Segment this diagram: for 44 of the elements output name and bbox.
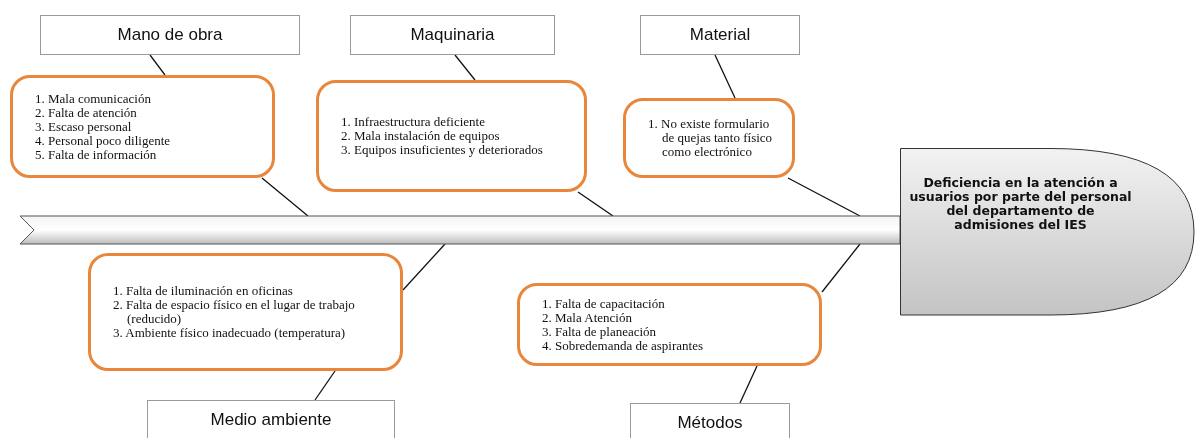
- bone-line: [261, 177, 309, 217]
- category-label: Mano de obra: [117, 25, 223, 45]
- bone-line: [577, 191, 614, 217]
- bone-line: [714, 54, 736, 99]
- category-label: Métodos: [677, 413, 743, 433]
- category-box: [350, 15, 555, 55]
- cause-item: 5. Falta de información: [35, 147, 157, 162]
- cause-item: 2. Falta de atención: [35, 105, 138, 120]
- cause-item: 1. Mala comunicación: [35, 91, 152, 106]
- bone-line: [787, 177, 861, 217]
- problem-text: Deficiencia en la atención a usuarios por parte del personal del departamento de admisiones del IES: [908, 176, 1133, 232]
- bone-line: [821, 243, 861, 293]
- cause-list-box: [517, 283, 822, 366]
- cause-item: 3. Escaso personal: [35, 119, 133, 134]
- category-box: [630, 403, 790, 438]
- category-label: Material: [689, 25, 751, 45]
- category-label: Maquinaria: [410, 25, 495, 45]
- problem-head-shape: [900, 148, 1195, 316]
- cause-item: 1. Infraestructura deficiente: [341, 115, 486, 129]
- bone-line: [454, 54, 476, 81]
- cause-item: 3. Ambiente físico inadecuado (temperatura): [113, 326, 347, 340]
- cause-item: 1. Falta de iluminación en oficinas: [113, 284, 294, 298]
- cause-item: 3. Equipos insuficientes y deteriorados: [341, 143, 544, 157]
- cause-item: 1. Falta de capacitación: [542, 296, 666, 311]
- cause-item: 1. No existe formulario de quejas tanto físico como electrónico: [648, 117, 774, 159]
- cause-list-box: [623, 98, 795, 178]
- cause-item: 2. Mala instalación de equipos: [341, 129, 501, 143]
- category-box: [640, 15, 800, 55]
- cause-list-box: [316, 80, 587, 192]
- bone-line: [739, 365, 758, 404]
- bone-line: [402, 243, 446, 291]
- bone-line: [314, 370, 336, 401]
- bone-line: [149, 54, 166, 76]
- cause-item: 2. Falta de espacio físico en el lugar de trabajo (reducido): [113, 298, 356, 326]
- cause-list-box: [88, 253, 403, 371]
- cause-item: 4. Personal poco diligente: [35, 133, 172, 148]
- cause-list-box: [10, 75, 275, 178]
- cause-item: 2. Mala Atención: [542, 310, 632, 325]
- category-box: [40, 15, 300, 55]
- category-label: Medio ambiente: [210, 410, 332, 430]
- category-box: [147, 400, 395, 438]
- cause-item: 4. Sobredemanda de aspirantes: [542, 338, 704, 353]
- cause-item: 3. Falta de planeación: [542, 324, 658, 339]
- spine-arrow: [19, 215, 901, 245]
